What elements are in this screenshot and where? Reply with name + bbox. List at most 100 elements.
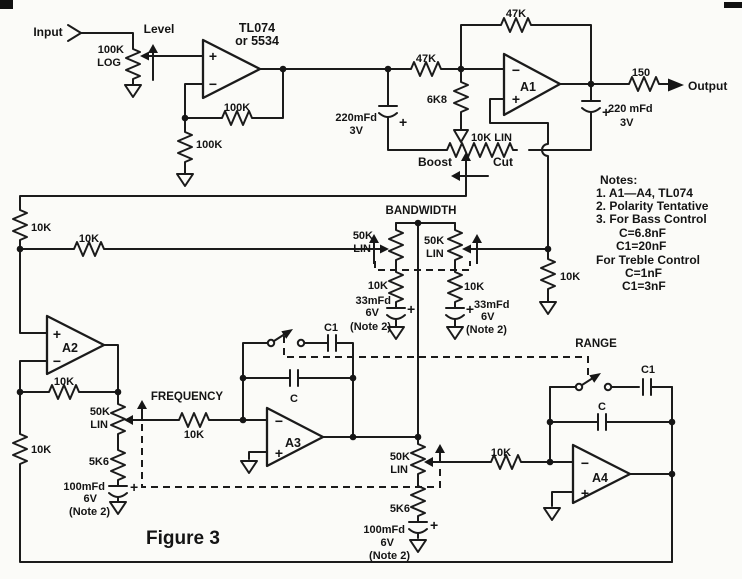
a2-pot-value: 50K <box>90 406 110 418</box>
cap-c1-a4-label: C1 <box>641 364 655 376</box>
input-pot-value: 100K <box>98 44 124 56</box>
bw-pot-left-taper: LIN <box>353 243 371 255</box>
opamp-u1 <box>201 38 262 100</box>
bw-pot-left-value: 50K <box>353 230 373 242</box>
c220-output-value: 220 mFd <box>608 103 653 115</box>
switch-contact-a4-right <box>603 382 613 392</box>
wiper-arrow-a2-pot <box>124 415 133 425</box>
switches <box>266 338 613 392</box>
note-line-4: C=6.8nF <box>619 226 666 240</box>
opamp-triangles <box>45 38 632 505</box>
wiper-arrow-boost-cut <box>461 152 471 161</box>
bottom-pot-value: 50K <box>390 451 410 463</box>
note-line-8: C1=3nF <box>622 279 666 293</box>
u1-ground-value: 100K <box>196 139 222 151</box>
gang-links <box>141 261 589 488</box>
opamp-a1 <box>502 52 562 117</box>
c100-bottom-value: 100mFd <box>363 524 405 536</box>
cap-220mfd-input <box>378 105 398 118</box>
cap-220mfd-output <box>581 100 601 113</box>
resistors <box>12 17 664 521</box>
bw-pot-right-taper: LIN <box>426 248 444 260</box>
rail-horizontal-value: 10K <box>79 233 99 245</box>
arrow-6k8-wiper <box>453 129 469 143</box>
resistor-bw-left-10k <box>388 267 404 307</box>
bottom-5k6-value: 5K6 <box>390 503 410 515</box>
a1-minus-sign: − <box>512 62 520 78</box>
switch-arrow-a3 <box>281 329 293 339</box>
capacitors <box>108 100 652 534</box>
notes-block: Notes: 1. A1—A4, TL074 2. Polarity Tenta… <box>596 173 709 293</box>
resistor-6k8 <box>453 77 469 117</box>
output-resistor-value: 150 <box>632 67 650 79</box>
a4-plus-sign: + <box>581 485 589 501</box>
wiper-arrow-bw-right <box>462 244 471 254</box>
output-label: Output <box>688 79 727 93</box>
resistor-output-150 <box>624 76 664 92</box>
a2-plus-sign: + <box>53 326 61 342</box>
frequency-label: FREQUENCY <box>151 391 224 403</box>
c33-left-plus: + <box>407 301 415 317</box>
a1-plus-sign: + <box>512 91 520 107</box>
c33-right-plus: + <box>466 301 474 317</box>
note-line-7: C=1nF <box>625 266 662 280</box>
a2-pot-taper: LIN <box>90 419 108 431</box>
note-line-1: 1. A1—A4, TL074 <box>596 186 693 200</box>
resistor-a1-feedback-47k <box>496 17 536 33</box>
cap-c1-a3 <box>327 334 337 352</box>
up-arrow-bottom-pot <box>435 444 445 453</box>
c100-a2-note: (Note 2) <box>69 506 110 518</box>
a2-minus-sign: − <box>53 353 61 369</box>
freq-series-resistor-value: 10K <box>184 429 204 441</box>
cap-33mfd-left <box>386 307 406 320</box>
resistor-bw-right-10k <box>447 267 463 307</box>
switch-contact-a3-right <box>296 338 306 348</box>
opamp-a4 <box>571 443 632 505</box>
wiper-arrow-level <box>140 51 149 61</box>
resistor-freq-series-10k <box>174 412 214 428</box>
pot-bandwidth-left-50k <box>388 225 404 265</box>
resistor-right-rail-10k <box>540 254 556 294</box>
c100-a2-plus: + <box>130 479 138 495</box>
u1-plus-sign: + <box>209 48 217 64</box>
u1-minus-sign: − <box>209 76 217 92</box>
c100-bottom-note: (Note 2) <box>369 550 410 562</box>
resistor-u1-ground <box>177 127 193 167</box>
c33-left-note: (Note 2) <box>350 321 391 333</box>
c33-left-voltage: 6V <box>366 307 380 319</box>
note-line-2: 2. Polarity Tentative <box>596 199 709 213</box>
direction-arrow-boost <box>451 171 460 181</box>
a2-feedback-value: 10K <box>54 376 74 388</box>
a1-name: A1 <box>520 80 536 94</box>
bw-right-resistor-value: 10K <box>464 281 484 293</box>
ground-bottom-chain <box>409 539 427 553</box>
a2-name: A2 <box>62 341 78 355</box>
opamp-a3 <box>265 406 325 468</box>
c33-right-voltage: 6V <box>481 311 495 323</box>
arrows <box>124 44 684 467</box>
a4-input-resistor-value: 10K <box>491 447 511 459</box>
cap-c1-a3-label: C1 <box>324 322 338 334</box>
wiper-arrow-bw-left <box>380 244 389 254</box>
range-label: RANGE <box>575 338 617 350</box>
u1-alt-name: or 5534 <box>235 34 279 48</box>
a3-minus-sign: − <box>275 413 283 429</box>
c33-right-note: (Note 2) <box>466 324 507 336</box>
ground-bw-right <box>446 326 464 340</box>
bw-pot-right-value: 50K <box>424 235 444 247</box>
a4-name: A4 <box>592 471 608 485</box>
input-label: Input <box>33 25 62 39</box>
labels: Input Level Output Boost Cut BANDWIDTH F… <box>31 8 727 562</box>
a1-feedback-value: 47K <box>506 8 526 20</box>
pot-bandwidth-right-50k <box>447 225 463 265</box>
c220-input-plus: + <box>399 114 407 130</box>
scan-artifact-left <box>0 0 13 9</box>
a2-5k6-value: 5K6 <box>89 456 109 468</box>
boost-cut-pot-value: 10K LIN <box>471 132 512 144</box>
rail-vertical-value: 10K <box>31 222 51 234</box>
cap-c-a3-label: C <box>290 393 298 405</box>
c33-right-value: 33mFd <box>474 299 509 311</box>
wiper-arrow-bottom-pot <box>424 457 433 467</box>
boost-label: Boost <box>418 155 452 169</box>
